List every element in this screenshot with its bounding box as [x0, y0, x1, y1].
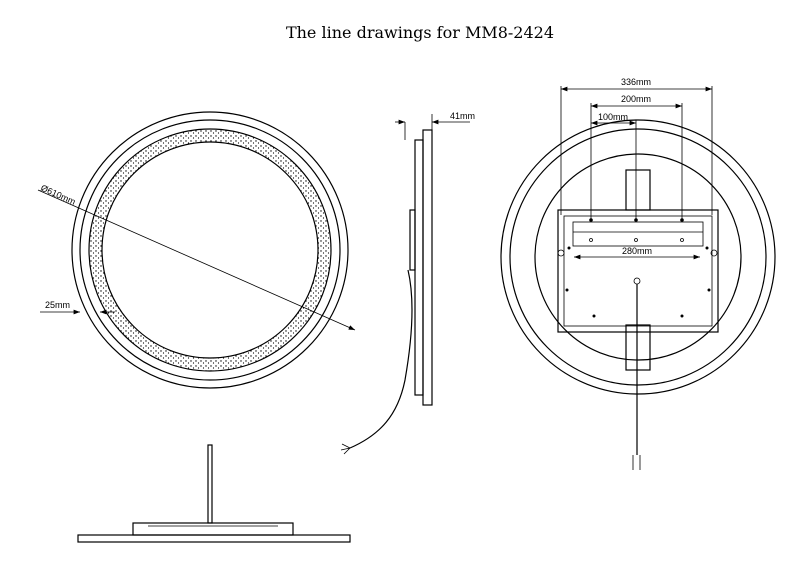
side-view: 41mm: [340, 111, 475, 455]
cable-end: [340, 443, 351, 455]
bottom-view: [77, 444, 351, 543]
label-200: 200mm: [621, 94, 651, 104]
bottom-cable: [207, 444, 213, 524]
label-280: 280mm: [622, 246, 652, 256]
mirror-outer-edge: [71, 111, 349, 389]
front-view: Ø610mm 25mm: [37, 111, 356, 389]
power-cable: [349, 269, 413, 449]
label-100: 100mm: [598, 112, 628, 122]
label-336: 336mm: [621, 77, 651, 87]
back-view: 336mm 200mm 100mm 280mm: [500, 77, 776, 470]
diameter-dimension-line: [37, 189, 356, 331]
mirror-panel-edge: [77, 534, 351, 543]
border-label: 25mm: [45, 300, 70, 310]
drawing-title: The line drawings for MM8-2424: [286, 23, 554, 42]
depth-label: 41mm: [450, 111, 475, 121]
mounting-bracket: [557, 209, 719, 333]
led-light-band: [89, 129, 332, 371]
diameter-label: Ø610mm: [39, 183, 77, 207]
mirror-frame-edge: [79, 119, 341, 381]
